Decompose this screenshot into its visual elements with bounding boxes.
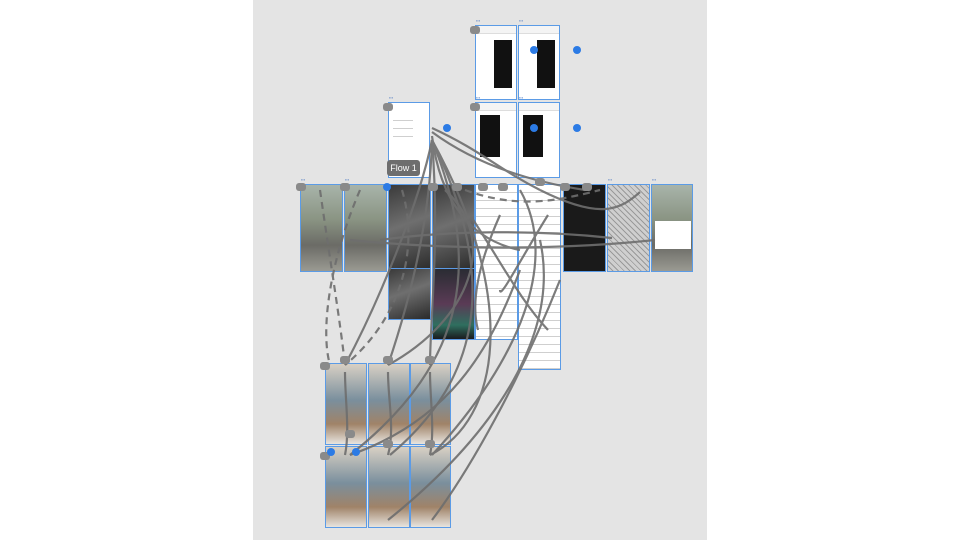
artboard-header [519,103,559,111]
artboard-label: ▪▪▪ [389,95,394,100]
artboard-menu-top-1[interactable] [475,25,517,100]
flow-label[interactable]: Flow 1 [387,160,420,176]
artboard-gallery-4[interactable] [325,446,367,528]
artboard-dark-detail[interactable] [563,184,606,272]
artboard-label: ▪▪▪ [476,18,481,23]
connector-handle[interactable] [296,183,306,191]
link-endpoint-dot[interactable] [573,46,581,54]
artboard-info[interactable] [651,184,693,272]
connector-handle[interactable] [383,103,393,111]
connector-handle[interactable] [498,183,508,191]
link-endpoint-dot[interactable] [443,124,451,132]
artboard-label: ▪▪▪ [519,95,524,100]
artboard-label: ▪▪▪ [345,177,350,182]
connector-handle[interactable] [470,26,480,34]
connector-handle[interactable] [425,356,435,364]
artboard-header [519,26,559,34]
connector-handle[interactable] [582,183,592,191]
link-endpoint-dot[interactable] [530,46,538,54]
artboard-label: ▪▪▪ [519,18,524,23]
link-endpoint-dot[interactable] [530,124,538,132]
connector-handle[interactable] [428,183,438,191]
connector-handle[interactable] [320,452,330,460]
connector-handle[interactable] [425,440,435,448]
link-endpoint-dot[interactable] [352,448,360,456]
connector-handle[interactable] [320,362,330,370]
artboard-map[interactable] [607,184,650,272]
artboard-menu-top-2[interactable] [518,25,560,100]
menu-panel [494,40,512,88]
link-endpoint-dot[interactable] [327,448,335,456]
artboard-products-2[interactable] [518,184,561,370]
artboard-menu-3[interactable] [518,102,560,178]
artboard-label: ▪▪▪ [301,177,306,182]
connector-handle[interactable] [345,430,355,438]
artboard-label: ▪▪▪ [476,95,481,100]
artboard-street-1[interactable] [300,184,343,272]
connector-handle[interactable] [383,356,393,364]
connector-handle[interactable] [470,103,480,111]
connector-handle[interactable] [535,178,545,186]
info-card [655,221,691,249]
menu-panel [480,115,500,157]
link-endpoint-dot[interactable] [383,183,391,191]
artboard-header [476,26,516,34]
artboard-header [476,103,516,111]
menu-panel [537,40,555,88]
connector-handle[interactable] [478,183,488,191]
artboard-gallery-5[interactable] [368,446,410,528]
connector-handle[interactable] [340,183,350,191]
menu-panel [523,115,543,157]
artboard-gallery-6[interactable] [410,446,451,528]
artboard-label: ▪▪▪ [652,177,657,182]
nav-list [393,113,413,143]
connector-handle[interactable] [383,440,393,448]
connector-handle[interactable] [560,183,570,191]
connector-handle[interactable] [340,356,350,364]
artboard-label: ▪▪▪ [608,177,613,182]
link-endpoint-dot[interactable] [573,124,581,132]
connector-handle[interactable] [452,183,462,191]
